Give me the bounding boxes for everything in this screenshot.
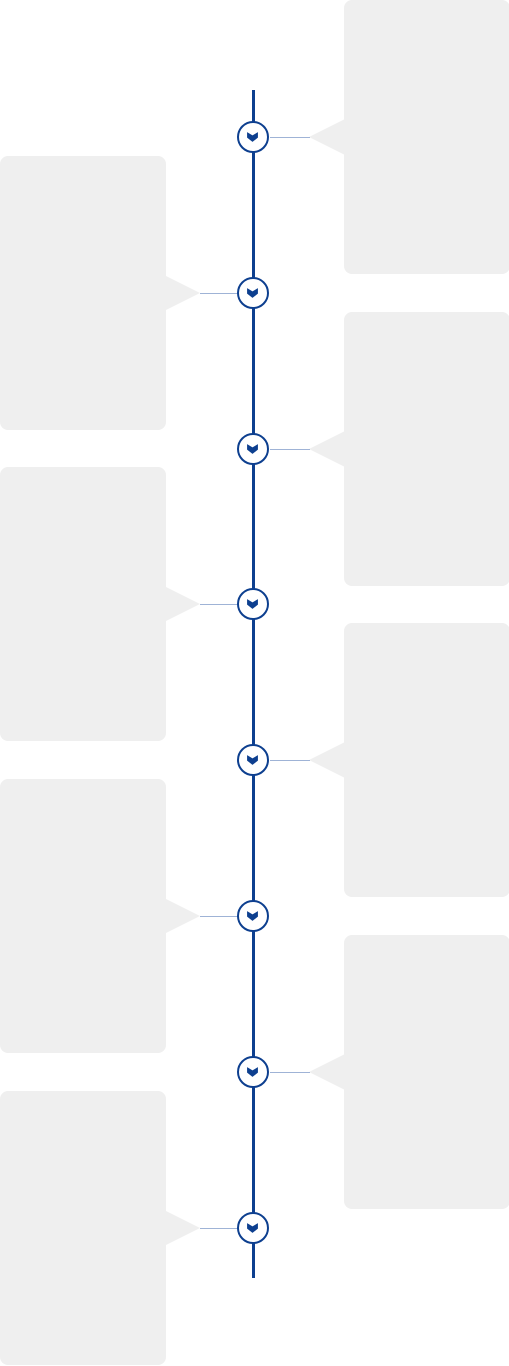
card-pointer (309, 431, 345, 467)
timeline-connector (200, 293, 238, 294)
chevron-down-icon (247, 288, 258, 298)
timeline-marker-8[interactable] (237, 1212, 269, 1244)
timeline-connector (200, 1228, 238, 1229)
timeline-marker-1[interactable] (237, 121, 269, 153)
timeline-connector (270, 137, 310, 138)
timeline-card-6 (0, 779, 166, 1053)
timeline-axis (252, 90, 255, 1278)
timeline-card-4 (0, 467, 166, 741)
timeline-card-3 (344, 312, 509, 586)
timeline-card-7 (344, 935, 509, 1209)
card-pointer (309, 1054, 345, 1090)
chevron-down-icon (247, 1223, 258, 1233)
chevron-down-icon (247, 444, 258, 454)
timeline-connector (200, 604, 238, 605)
timeline-connector (270, 449, 310, 450)
chevron-down-icon (247, 1067, 258, 1077)
chevron-down-icon (247, 911, 258, 921)
chevron-down-icon (247, 755, 258, 765)
timeline-marker-7[interactable] (237, 1056, 269, 1088)
chevron-down-icon (247, 599, 258, 609)
card-pointer (164, 1210, 200, 1246)
timeline-marker-6[interactable] (237, 900, 269, 932)
timeline-connector (270, 760, 310, 761)
timeline-marker-3[interactable] (237, 433, 269, 465)
card-pointer (164, 275, 200, 311)
timeline-marker-5[interactable] (237, 744, 269, 776)
timeline-card-8 (0, 1091, 166, 1365)
timeline-card-5 (344, 623, 509, 897)
chevron-down-icon (247, 132, 258, 142)
timeline-connector (200, 916, 238, 917)
timeline-connector (270, 1072, 310, 1073)
timeline-marker-2[interactable] (237, 277, 269, 309)
card-pointer (309, 119, 345, 155)
timeline-card-2 (0, 156, 166, 430)
card-pointer (164, 586, 200, 622)
card-pointer (309, 742, 345, 778)
timeline-marker-4[interactable] (237, 588, 269, 620)
card-pointer (164, 898, 200, 934)
timeline-card-1 (344, 0, 509, 274)
